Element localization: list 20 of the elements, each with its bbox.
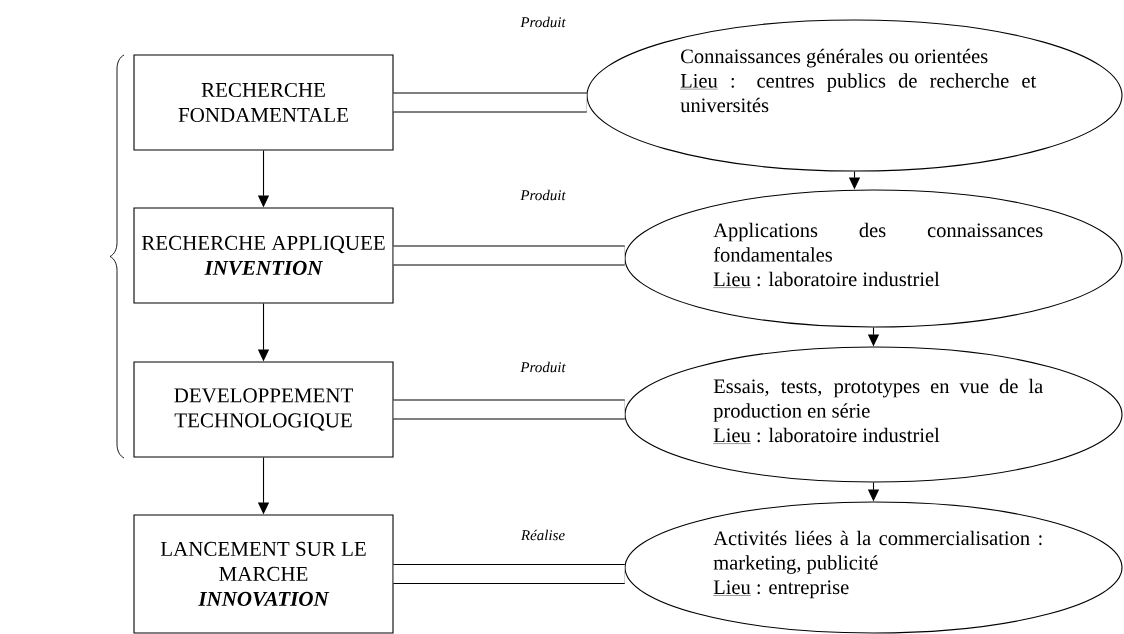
stage-box: RECHERCHE APPLIQUEE INVENTION bbox=[133, 207, 394, 304]
ellipse-text: Applications des connaissances fondamentales Lieu : laboratoire industriel bbox=[713, 222, 1043, 288]
edge-label: Réalise bbox=[520, 529, 565, 541]
stage-box: LANCEMENT SUR LE MARCHE INNOVATION bbox=[133, 514, 394, 634]
stage-box: DEVELOPPEMENT TECHNOLOGIQUE bbox=[133, 361, 394, 458]
edge-label: Produit bbox=[520, 189, 566, 201]
ellipse-text: Connaissances générales ou orientées Lieu : centres publics de recherche et universités bbox=[680, 48, 1037, 113]
result-ellipse bbox=[586, 19, 1123, 172]
double-connector bbox=[393, 92, 587, 113]
double-connector bbox=[393, 245, 625, 266]
ellipse-text: Essais, tests, prototypes en vue de la production en série Lieu : laboratoire industriel bbox=[713, 378, 1043, 444]
double-connector bbox=[393, 399, 625, 420]
result-ellipse bbox=[624, 189, 1123, 328]
edge-label: Produit bbox=[520, 361, 566, 373]
stage-box: RECHERCHE FONDAMENTALE bbox=[133, 54, 394, 151]
edge-label: Produit bbox=[520, 16, 566, 28]
double-connector bbox=[393, 564, 625, 584]
result-ellipse bbox=[624, 501, 1123, 634]
ellipse-text: Activités liées à la commercialisation : marketing, publicité Lieu : entreprise bbox=[713, 530, 1042, 599]
result-ellipse bbox=[624, 346, 1123, 483]
